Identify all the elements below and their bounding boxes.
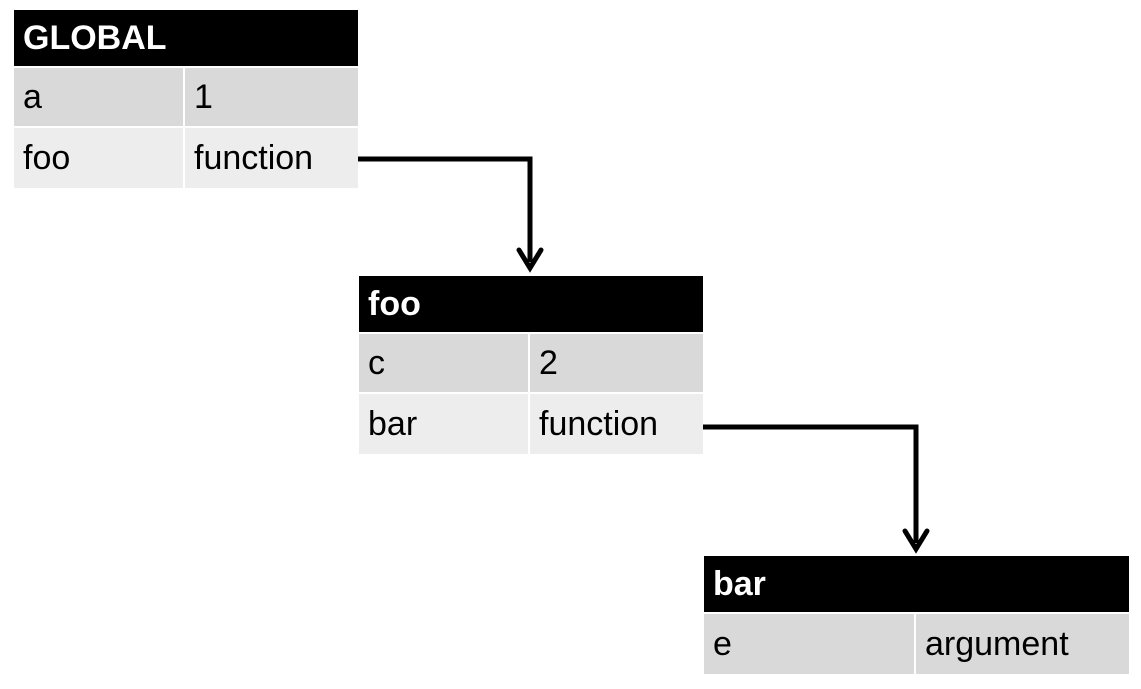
variable-name: e — [704, 614, 916, 674]
variable-value: 1 — [194, 77, 213, 116]
table-row: bar function — [359, 394, 703, 454]
variable-value: function — [194, 138, 314, 177]
table-row: a 1 — [14, 68, 358, 128]
arrow-foo-to-bar — [703, 424, 930, 554]
global-scope-table: GLOBAL a 1 foo function — [14, 10, 358, 188]
variable-name: foo — [14, 128, 185, 188]
table-row: c 2 — [359, 334, 703, 394]
foo-scope-title: foo — [359, 276, 703, 334]
variable-name: bar — [359, 394, 530, 454]
global-scope-title: GLOBAL — [14, 10, 358, 68]
variable-name: a — [14, 68, 185, 126]
bar-scope-table: bar e argument — [704, 556, 1129, 674]
variable-value: argument — [925, 624, 1069, 663]
variable-name: c — [359, 334, 530, 392]
variable-value: 2 — [539, 343, 558, 382]
table-row: e argument — [704, 614, 1129, 674]
foo-scope-table: foo c 2 bar function — [359, 276, 703, 454]
variable-value: function — [539, 404, 659, 443]
table-row: foo function — [14, 128, 358, 188]
arrow-global-to-foo — [358, 156, 544, 273]
bar-scope-title: bar — [704, 556, 1129, 614]
